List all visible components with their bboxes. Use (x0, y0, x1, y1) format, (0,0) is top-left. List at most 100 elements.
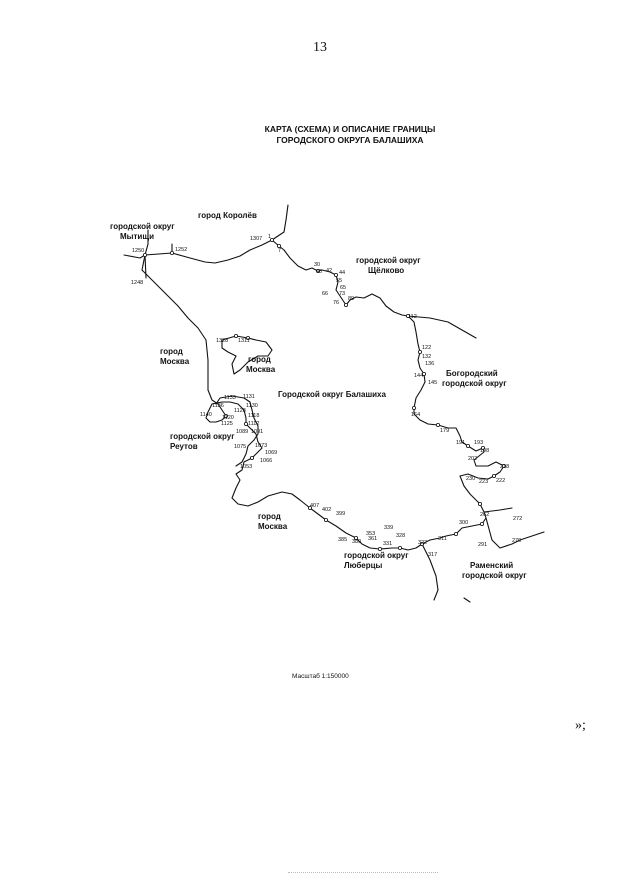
point-label: 399 (336, 511, 345, 517)
point-label: 279 (512, 538, 521, 544)
map-title-line-1: КАРТА (СХЕМА) И ОПИСАНИЕ ГРАНИЦЫ (264, 124, 436, 134)
point-label: 164 (411, 412, 420, 418)
label-balashikha: Городской округ Балашиха (278, 390, 386, 399)
closing-quote: »; (575, 718, 586, 733)
point-label: 1252 (175, 247, 187, 253)
point-label: 1307 (250, 236, 262, 242)
point-label: 1328 (216, 338, 228, 344)
point-label: 1136 (212, 403, 224, 409)
ramensky-line (485, 517, 545, 549)
point-label: 66 (322, 291, 328, 297)
label-lyubertsy-1: городской округ (344, 551, 409, 560)
point-label: 132 (422, 354, 431, 360)
point-label: 402 (322, 507, 331, 513)
point-label: 361 (368, 536, 377, 542)
point-label: 1248 (131, 280, 143, 286)
point-label: 42 (326, 268, 332, 274)
point-label: 1066 (260, 458, 272, 464)
point-label: 331 (383, 541, 392, 547)
label-ramensky-2: городской округ (462, 571, 527, 580)
point-label: 1133 (224, 395, 236, 401)
point-label: 1140 (200, 412, 212, 418)
moscow-west-boundary (141, 254, 227, 417)
label-shchelkovo-2: Щёлково (368, 266, 404, 275)
point-label: 1 (268, 234, 271, 240)
point-label: 322 (418, 540, 427, 546)
point-label: 1073 (255, 443, 267, 449)
point-label: 1125 (221, 421, 233, 427)
point-label: 328 (396, 533, 405, 539)
label-lyubertsy-2: Люберцы (344, 561, 383, 570)
map-title: КАРТА (СХЕМА) И ОПИСАНИЕ ГРАНИЦЫ ГОРОДСК… (200, 124, 500, 146)
shchelkovo-line (407, 315, 477, 339)
point-label: 144 (414, 373, 423, 379)
point-label: 1311 (238, 338, 250, 344)
label-shchelkovo-1: городской округ (356, 256, 421, 265)
point-label: 55 (336, 278, 342, 284)
point-label: 407 (310, 503, 319, 509)
point-label: 380 (352, 539, 361, 545)
point-label: 40 (316, 269, 322, 275)
point-label: 339 (384, 525, 393, 531)
point-label: 1130 (246, 403, 258, 409)
moscow-enclave (221, 335, 273, 375)
point-label: 1120 (222, 415, 234, 421)
point-label: 1250 (132, 248, 144, 254)
point-label: 1112 (248, 421, 259, 427)
point-label: 193 (474, 440, 483, 446)
label-korolev: город Королёв (198, 211, 257, 220)
point-label: 122 (422, 345, 431, 351)
point-label: 145 (428, 380, 437, 386)
point-label: 65 (340, 285, 346, 291)
point-label: 291 (478, 542, 487, 548)
point-label: 317 (428, 552, 437, 558)
point-label: 136 (425, 361, 434, 367)
point-label: 353 (366, 531, 375, 537)
point-label: 1053 (240, 464, 252, 470)
balashikha-boundary (144, 239, 505, 551)
page-edge-mark (288, 872, 438, 877)
label-moscow-south-2: Москва (258, 522, 288, 531)
label-moscow-south-1: город (258, 512, 281, 521)
point-label: 222 (496, 478, 505, 484)
label-moscow-west-2: Москва (160, 357, 190, 366)
point-label: 30 (314, 262, 320, 268)
point-label: 89 (348, 296, 354, 302)
point-label: 218 (500, 464, 509, 470)
label-moscow-west-1: город (160, 347, 183, 356)
label-moscow-enclave-2: Москва (246, 365, 276, 374)
label-reutov-2: Реутов (170, 442, 198, 451)
map-title-line-2: ГОРОДСКОГО ОКРУГА БАЛАШИХА (276, 135, 424, 145)
point-label: 272 (513, 516, 522, 522)
point-label: 76 (333, 300, 339, 306)
label-mytishchi-2: Мытищи (120, 232, 154, 241)
point-label: 1075 (234, 444, 246, 450)
point-label: 223 (479, 479, 488, 485)
point-label: 191 (456, 440, 465, 446)
label-reutov-1: городской округ (170, 432, 235, 441)
point-label: 1089 (236, 429, 248, 435)
point-label: 300 (459, 520, 468, 526)
label-mytishchi-1: городской округ (110, 222, 175, 231)
point-label: 73 (339, 291, 345, 297)
point-label: 311 (438, 536, 447, 542)
point-label: 179 (440, 428, 449, 434)
label-bogorodsky-1: Богородский (446, 369, 498, 378)
bottom-left-line (144, 254, 147, 279)
point-label: 385 (338, 537, 347, 543)
korolev-line (271, 204, 289, 241)
label-bogorodsky-2: городской округ (442, 379, 507, 388)
point-label: 1069 (265, 450, 277, 456)
point-label: 198 (480, 448, 489, 454)
point-label: 1118 (248, 413, 259, 419)
point-label: 7 (278, 248, 281, 254)
label-ramensky-1: Раменский (470, 561, 513, 570)
page-number: 13 (313, 40, 327, 55)
point-label: 1131 (243, 394, 255, 400)
label-moscow-enclave-1: город (248, 355, 271, 364)
point-label: 112 (408, 314, 417, 320)
lyubertsy-line (421, 543, 439, 601)
point-label: 1091 (251, 429, 263, 435)
